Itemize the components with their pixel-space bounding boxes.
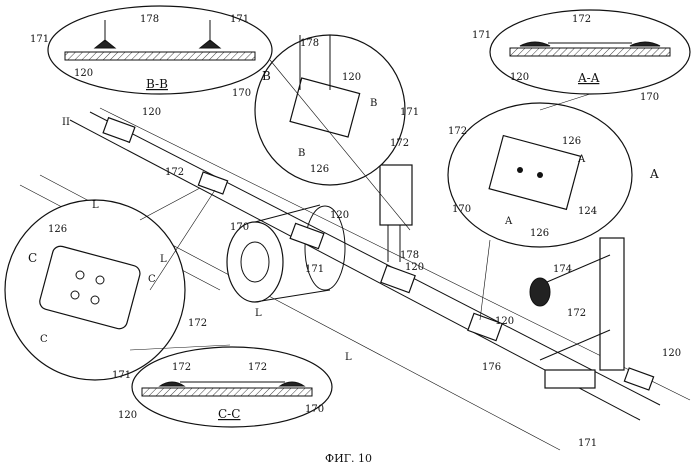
label-120: 120 [74,68,93,79]
label-L: L [160,254,167,265]
label-172: 172 [572,14,591,25]
label-A: A [577,154,586,165]
press-tool [380,165,412,262]
label-126: 126 [310,164,329,175]
label-172: 172 [448,126,467,137]
label-172: 172 [248,362,267,373]
label-170: 170 [640,92,659,103]
label-171: 171 [230,14,249,25]
section-label-bb: B-B [146,77,168,91]
label-120: 120 [330,210,349,221]
label-120: 120 [142,107,161,118]
label-171: 171 [472,30,491,41]
label-L: L [92,200,99,211]
label-178: 178 [300,38,319,49]
label-176: 176 [482,362,501,373]
label-170: 170 [230,222,249,233]
label-171: 171 [305,264,324,275]
label-C: C [40,334,48,345]
label-126: 126 [48,224,67,235]
label-171: 171 [400,107,419,118]
label-B: B [370,98,377,109]
label-172: 172 [567,308,586,319]
label-A: A [504,216,513,227]
label-171: 171 [578,438,597,449]
label-L: L [255,308,262,319]
label-178: 178 [400,250,419,261]
label-170: 170 [452,204,471,215]
label-126: 126 [530,228,549,239]
label-120: 120 [495,316,514,327]
detail-c [5,200,185,380]
label-C: C [28,251,37,265]
label-172: 172 [390,138,409,149]
label-172: 172 [188,318,207,329]
label-171: 171 [112,370,131,381]
label-172: 172 [172,362,191,373]
label-170: 170 [232,88,251,99]
label-B: B [298,148,305,159]
label-120: 120 [662,348,681,359]
label-171: 171 [30,34,49,45]
label-170: 170 [305,404,324,415]
label-126: 126 [562,136,581,147]
roller [227,205,345,302]
label-II: II [62,117,70,128]
section-label-cc: C-C [218,407,240,421]
figure-caption: ФИГ. 10 [325,452,372,465]
label-L: L [345,352,352,363]
label-120: 120 [118,410,137,421]
label-A: A [649,167,659,181]
section-label-aa: A-A [577,71,600,85]
detail-a [448,103,632,247]
label-124: 124 [578,206,597,217]
label-120: 120 [405,262,424,273]
label-120: 120 [342,72,361,83]
label-120: 120 [510,72,529,83]
label-172: 172 [165,167,184,178]
label-174: 174 [553,264,572,275]
detail-b [255,35,405,185]
label-C: C [148,274,156,285]
label-178: 178 [140,14,159,25]
label-B: B [262,69,271,83]
